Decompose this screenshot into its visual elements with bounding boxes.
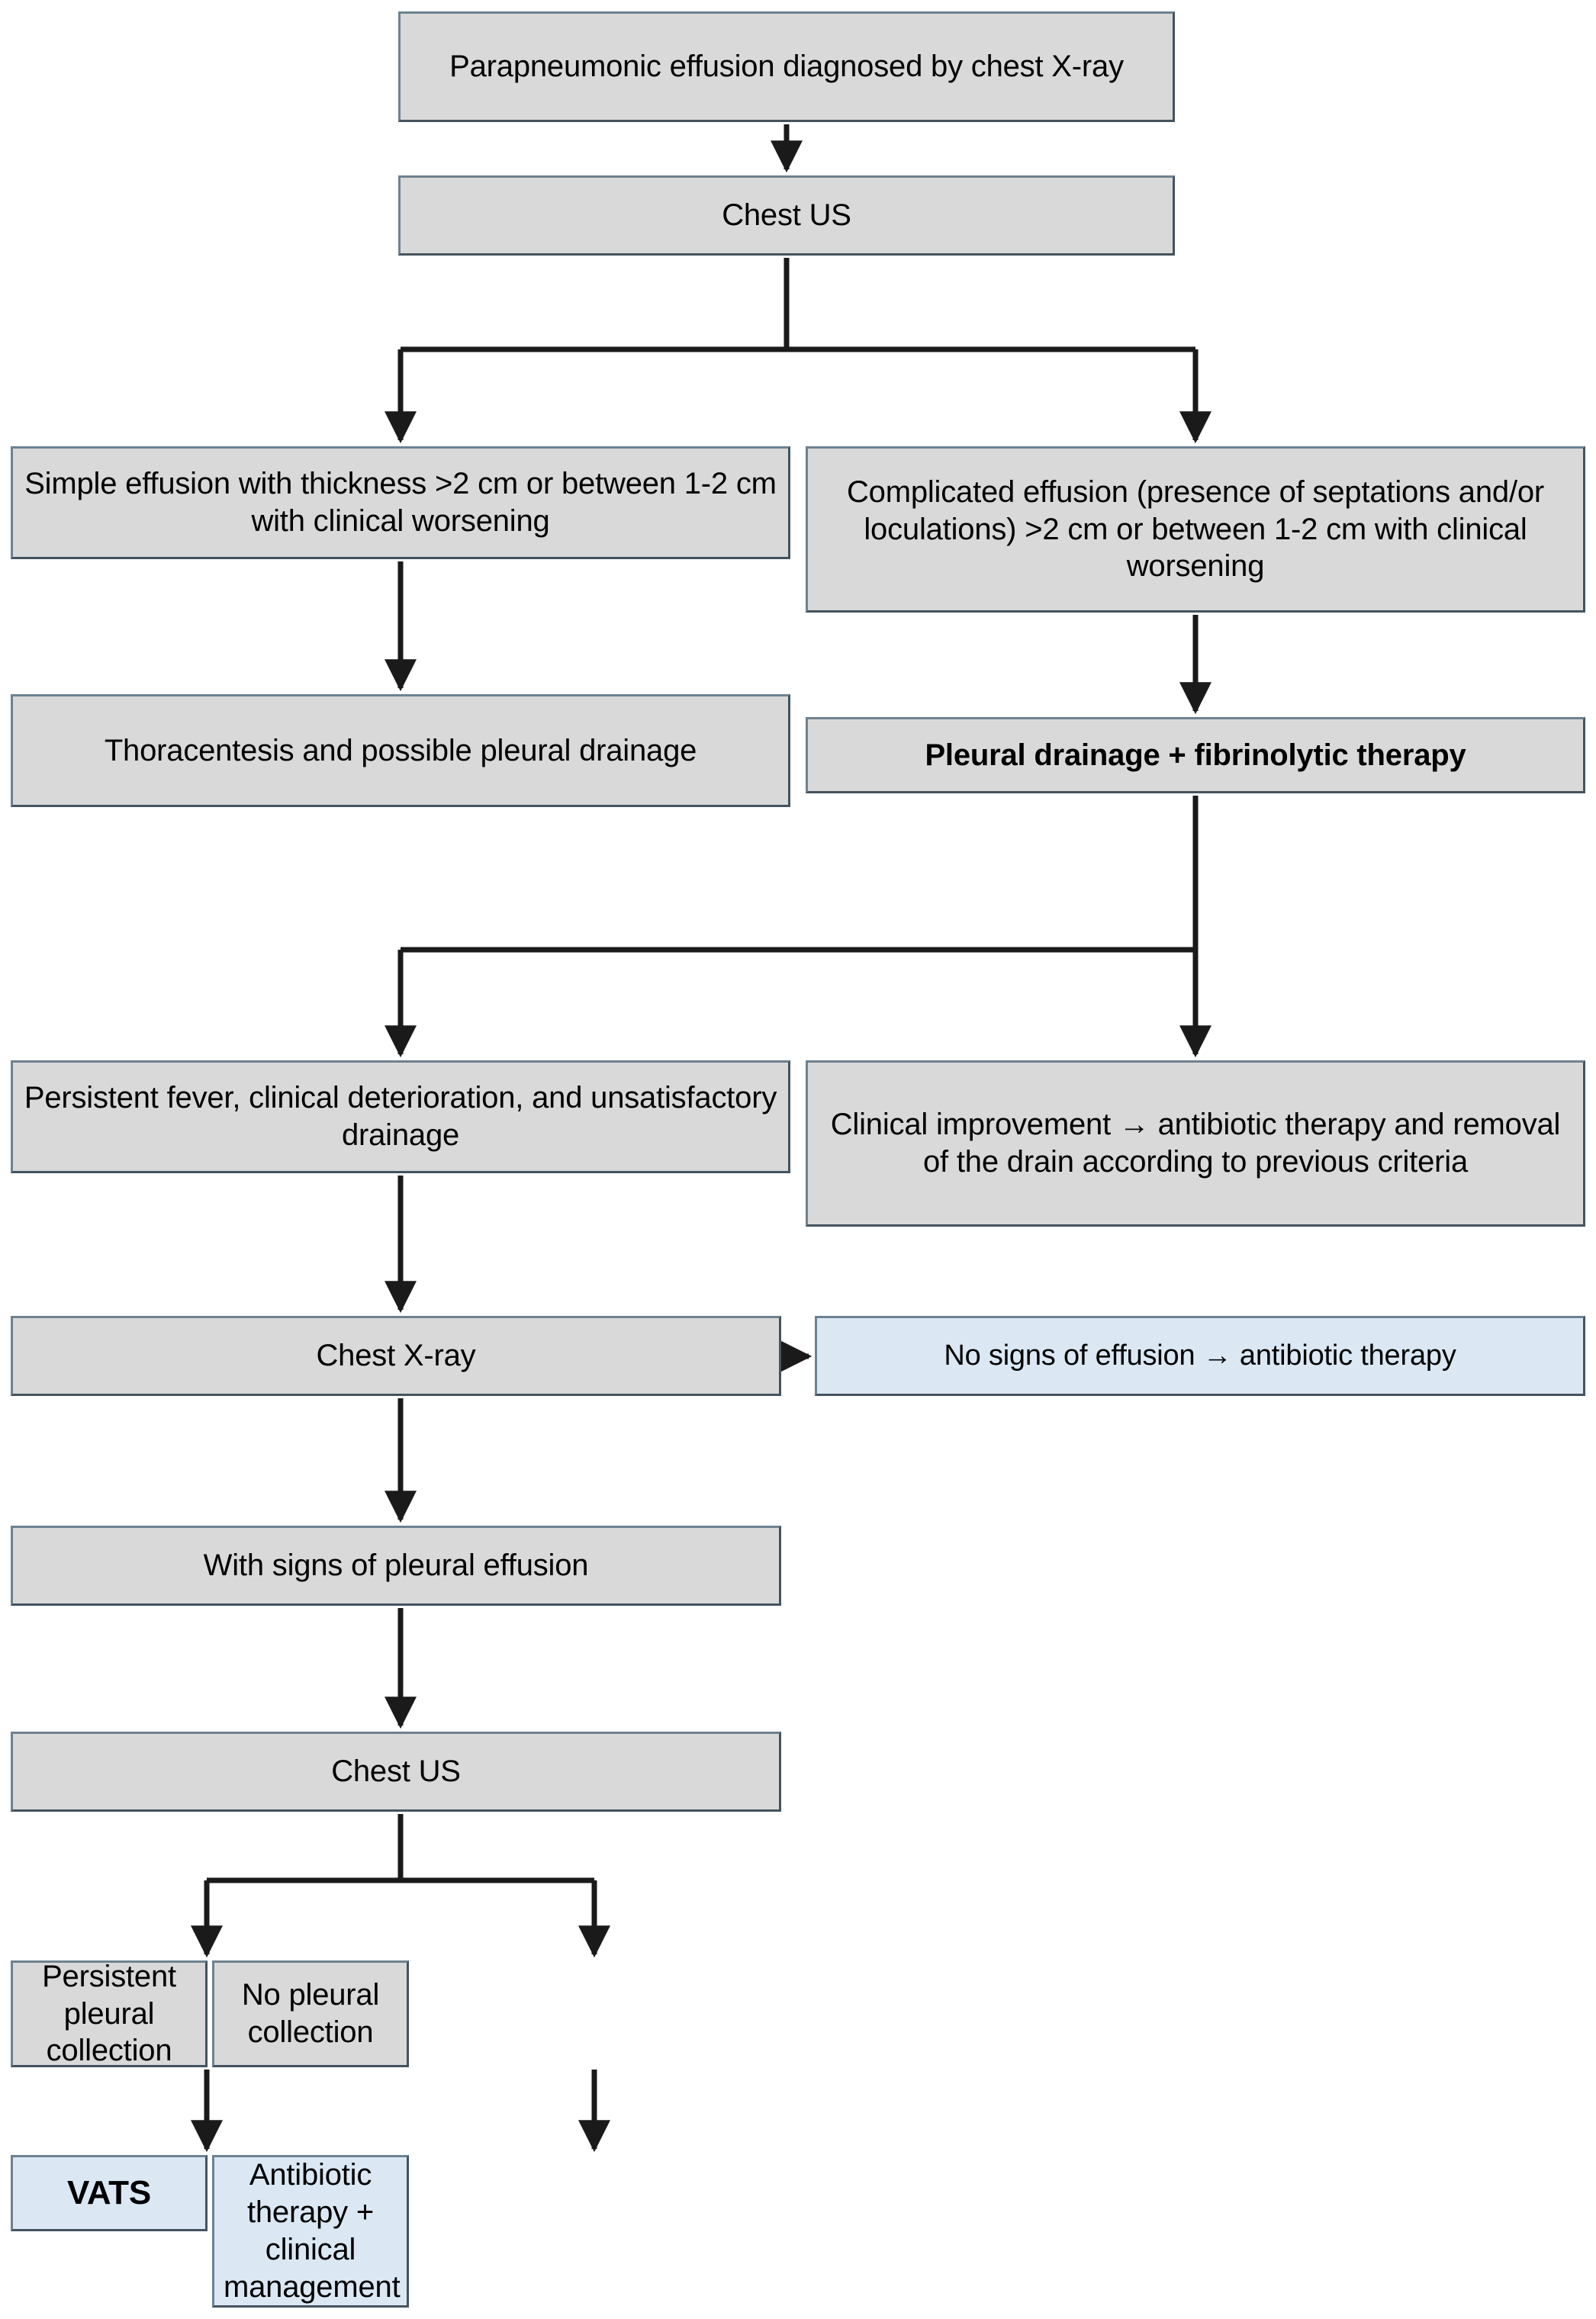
node-with-signs-effusion-label: With signs of pleural effusion xyxy=(203,1549,589,1583)
node-with-signs-effusion[interactable]: With signs of pleural effusion xyxy=(11,1526,781,1606)
node-persistent-fever[interactable]: Persistent fever, clinical deterioration… xyxy=(11,1060,790,1173)
node-simple-effusion[interactable]: Simple effusion with thickness >2 cm or … xyxy=(11,446,790,559)
node-thoracentesis[interactable]: Thoracentesis and possible pleural drain… xyxy=(11,694,790,807)
node-chest-us-2-label: Chest US xyxy=(331,1755,461,1789)
node-pleural-drainage-fibrinolytic[interactable]: Pleural drainage + fibrinolytic therapy xyxy=(806,717,1585,793)
node-persistent-pleural-collection[interactable]: Persistent pleural collection xyxy=(11,1960,208,2067)
node-antibiotic-clinical-management[interactable]: Antibiotic therapy + clinical management xyxy=(212,2155,409,2308)
node-vats-label: VATS xyxy=(66,2174,152,2212)
node-complicated-effusion[interactable]: Complicated effusion (presence of septat… xyxy=(806,446,1585,613)
node-chest-xray-2-label: Chest X-ray xyxy=(316,1339,476,1373)
node-diagnosis-label: Parapneumonic effusion diagnosed by ches… xyxy=(449,50,1124,84)
node-simple-effusion-label: Simple effusion with thickness >2 cm or … xyxy=(24,467,777,538)
node-no-pleural-collection-label: No pleural collection xyxy=(241,1978,380,2049)
node-clinical-improvement-label: Clinical improvement → antibiotic therap… xyxy=(830,1108,1561,1179)
node-no-signs-effusion[interactable]: No signs of effusion → antibiotic therap… xyxy=(815,1316,1585,1396)
node-chest-us-1-label: Chest US xyxy=(722,198,851,233)
node-diagnosis[interactable]: Parapneumonic effusion diagnosed by ches… xyxy=(398,11,1175,122)
node-complicated-effusion-label: Complicated effusion (presence of septat… xyxy=(846,474,1545,584)
node-no-pleural-collection[interactable]: No pleural collection xyxy=(212,1960,409,2067)
node-thoracentesis-label: Thoracentesis and possible pleural drain… xyxy=(104,733,697,767)
node-persistent-fever-label: Persistent fever, clinical deterioration… xyxy=(24,1081,777,1152)
node-pleural-drainage-fibrinolytic-label: Pleural drainage + fibrinolytic therapy xyxy=(925,738,1466,772)
node-vats[interactable]: VATS xyxy=(11,2155,208,2231)
node-chest-us-1[interactable]: Chest US xyxy=(398,175,1175,256)
node-persistent-pleural-collection-label: Persistent pleural collection xyxy=(42,1959,176,2068)
node-antibiotic-clinical-management-label: Antibiotic therapy + clinical management xyxy=(224,2158,401,2304)
node-chest-us-2[interactable]: Chest US xyxy=(11,1732,781,1812)
node-chest-xray-2[interactable]: Chest X-ray xyxy=(11,1316,781,1396)
node-clinical-improvement[interactable]: Clinical improvement → antibiotic therap… xyxy=(806,1060,1585,1227)
node-no-signs-effusion-label: No signs of effusion → antibiotic therap… xyxy=(944,1340,1456,1372)
